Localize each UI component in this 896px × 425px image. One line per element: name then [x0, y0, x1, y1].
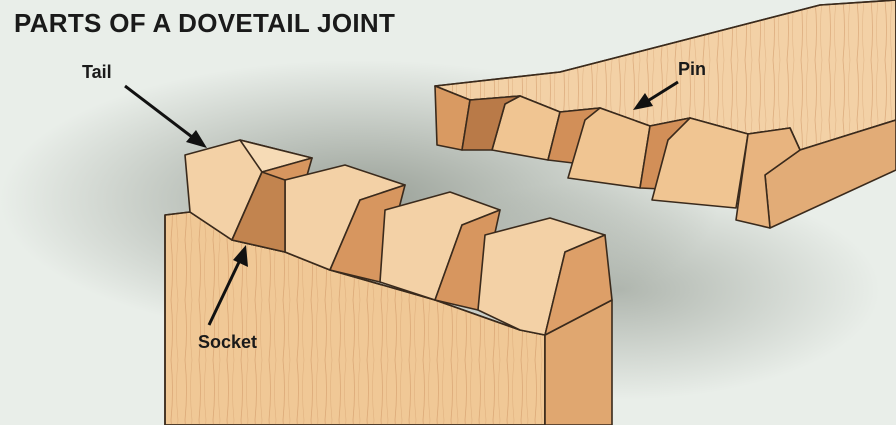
socket-arrow — [207, 245, 248, 326]
pin-arrow — [633, 80, 679, 110]
tail-arrow — [124, 84, 207, 148]
pin-4 — [651, 117, 749, 209]
diagram-title: PARTS OF A DOVETAIL JOINT — [14, 8, 396, 38]
pin-5 — [735, 127, 801, 229]
pin-3 — [567, 107, 651, 189]
pin-board — [434, 0, 896, 229]
socket-label: Socket — [198, 332, 258, 352]
pin-label: Pin — [678, 59, 707, 79]
tail-label: Tail — [82, 62, 112, 82]
tail-board — [164, 139, 613, 425]
socket-1 — [231, 171, 286, 253]
